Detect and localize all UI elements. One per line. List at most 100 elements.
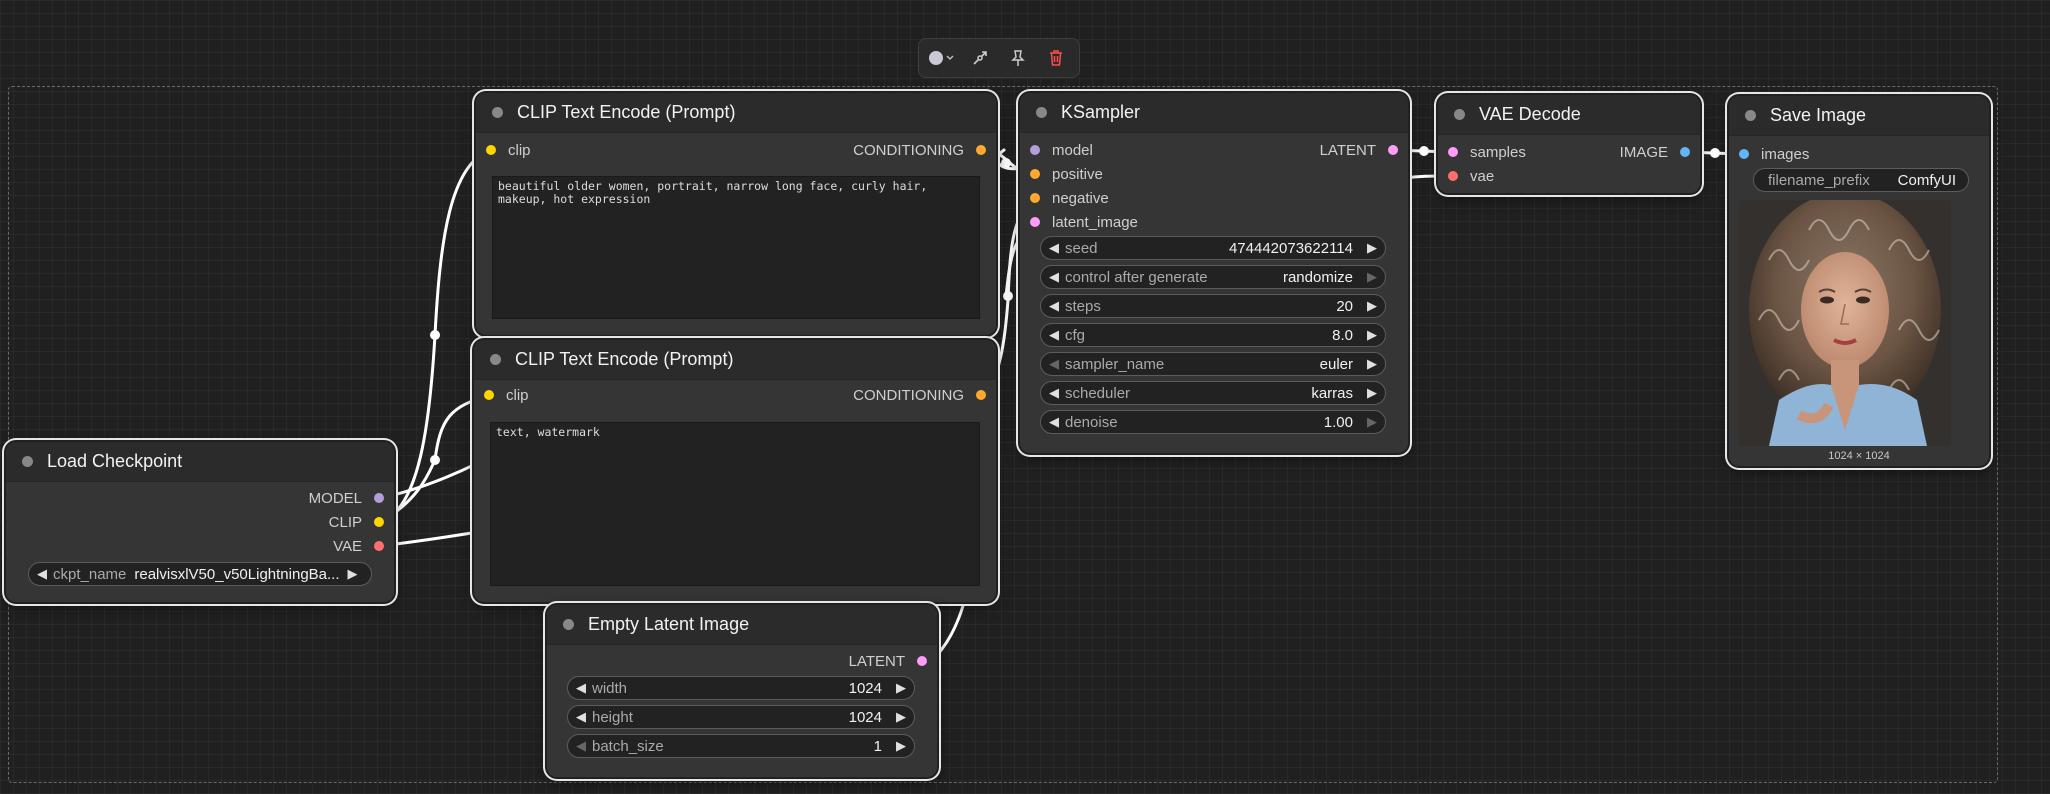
input-slot-images[interactable]: images — [1739, 144, 1809, 164]
increment-arrow-icon[interactable]: ▶ — [1367, 269, 1377, 284]
decrement-arrow-icon[interactable]: ◀ — [1049, 414, 1059, 429]
node-empty-latent-image[interactable]: Empty Latent Image LATENT ◀ width 1024 ▶… — [547, 605, 937, 777]
output-slot-conditioning[interactable]: CONDITIONING — [853, 385, 986, 405]
output-slot-image[interactable]: IMAGE — [1620, 142, 1690, 162]
increment-arrow-icon[interactable]: ▶ — [896, 680, 906, 695]
node-vae-decode[interactable]: VAE Decode samples vae IMAGE — [1438, 95, 1700, 193]
widget-scheduler[interactable]: ◀ scheduler karras ▶ — [1040, 381, 1386, 405]
decrement-arrow-icon[interactable]: ◀ — [576, 738, 586, 753]
node-ksampler[interactable]: KSampler model positive negative latent_… — [1020, 93, 1408, 453]
input-pin-icon[interactable] — [1030, 193, 1040, 203]
node-title[interactable]: Empty Latent Image — [547, 605, 937, 645]
increment-arrow-icon[interactable]: ▶ — [1367, 240, 1377, 255]
node-title[interactable]: Load Checkpoint — [6, 442, 394, 482]
prompt-textarea[interactable]: beautiful older women, portrait, narrow … — [492, 176, 980, 319]
widget-denoise[interactable]: ◀ denoise 1.00 ▶ — [1040, 410, 1386, 434]
collapse-dot-icon[interactable] — [1036, 107, 1047, 118]
node-clip-text-encode-negative[interactable]: CLIP Text Encode (Prompt) clip CONDITION… — [474, 340, 996, 602]
input-pin-icon[interactable] — [486, 145, 496, 155]
widget-cfg[interactable]: ◀ cfg 8.0 ▶ — [1040, 323, 1386, 347]
increment-arrow-icon[interactable]: ▶ — [1367, 298, 1377, 313]
collapse-dot-icon[interactable] — [1454, 109, 1465, 120]
decrement-arrow-icon[interactable]: ◀ — [1049, 385, 1059, 400]
increment-arrow-icon[interactable]: ▶ — [896, 738, 906, 753]
color-picker-button[interactable] — [927, 43, 957, 73]
input-pin-icon[interactable] — [1739, 149, 1749, 159]
node-title[interactable]: CLIP Text Encode (Prompt) — [474, 340, 996, 380]
node-title[interactable]: CLIP Text Encode (Prompt) — [476, 93, 996, 133]
image-preview[interactable] — [1739, 200, 1951, 446]
widget-ckpt-name[interactable]: ◀ ckpt_name realvisxlV50_v50LightningBa.… — [28, 562, 372, 586]
node-save-image[interactable]: Save Image images filename_prefix ComfyU… — [1729, 96, 1989, 466]
decrement-arrow-icon[interactable]: ◀ — [1049, 356, 1059, 371]
input-slot-latent-image[interactable]: latent_image — [1030, 212, 1138, 232]
node-title[interactable]: KSampler — [1020, 93, 1408, 133]
decrement-arrow-icon[interactable]: ◀ — [1049, 240, 1059, 255]
input-slot-clip[interactable]: clip — [484, 385, 529, 405]
decrement-arrow-icon[interactable]: ◀ — [1049, 269, 1059, 284]
output-pin-icon[interactable] — [976, 145, 986, 155]
output-pin-icon[interactable] — [374, 541, 384, 551]
widget-filename-prefix[interactable]: filename_prefix ComfyUI — [1753, 168, 1969, 192]
widget-control-after-generate[interactable]: ◀ control after generate randomize ▶ — [1040, 265, 1386, 289]
node-load-checkpoint[interactable]: Load Checkpoint MODEL CLIP VAE ◀ ckpt_na… — [6, 442, 394, 602]
output-pin-icon[interactable] — [374, 493, 384, 503]
output-pin-icon[interactable] — [1388, 145, 1398, 155]
input-slot-model[interactable]: model — [1030, 140, 1093, 160]
collapse-dot-icon[interactable] — [563, 619, 574, 630]
output-pin-icon[interactable] — [976, 390, 986, 400]
input-slot-samples[interactable]: samples — [1448, 142, 1526, 162]
output-slot-latent[interactable]: LATENT — [849, 651, 927, 671]
node-title-text: VAE Decode — [1479, 104, 1581, 124]
collapse-dot-icon[interactable] — [490, 354, 501, 365]
output-slot-clip[interactable]: CLIP — [329, 512, 384, 532]
node-title-text: KSampler — [1061, 102, 1141, 122]
group-frame[interactable] — [8, 86, 1998, 783]
input-pin-icon[interactable] — [1448, 147, 1458, 157]
input-slot-positive[interactable]: positive — [1030, 164, 1103, 184]
input-pin-icon[interactable] — [1448, 171, 1458, 181]
output-slot-model[interactable]: MODEL — [309, 488, 384, 508]
output-slot-latent[interactable]: LATENT — [1320, 140, 1398, 160]
prompt-textarea[interactable]: text, watermark — [490, 422, 980, 586]
decrement-arrow-icon[interactable]: ◀ — [37, 566, 47, 581]
collapse-dot-icon[interactable] — [492, 107, 503, 118]
collapse-dot-icon[interactable] — [22, 456, 33, 467]
widget-sampler-name[interactable]: ◀ sampler_name euler ▶ — [1040, 352, 1386, 376]
widget-height[interactable]: ◀ height 1024 ▶ — [567, 705, 915, 729]
increment-arrow-icon[interactable]: ▶ — [347, 566, 358, 581]
widget-width[interactable]: ◀ width 1024 ▶ — [567, 676, 915, 700]
increment-arrow-icon[interactable]: ▶ — [896, 709, 906, 724]
output-slot-conditioning[interactable]: CONDITIONING — [853, 140, 986, 160]
increment-arrow-icon[interactable]: ▶ — [1367, 327, 1377, 342]
increment-arrow-icon[interactable]: ▶ — [1367, 414, 1377, 429]
increment-arrow-icon[interactable]: ▶ — [1367, 385, 1377, 400]
output-slot-vae[interactable]: VAE — [333, 536, 384, 556]
widget-seed[interactable]: ◀ seed 474442073622114 ▶ — [1040, 236, 1386, 260]
collapse-dot-icon[interactable] — [1745, 110, 1756, 121]
output-pin-icon[interactable] — [917, 656, 927, 666]
node-title[interactable]: Save Image — [1729, 96, 1989, 136]
input-pin-icon[interactable] — [1030, 145, 1040, 155]
decrement-arrow-icon[interactable]: ◀ — [576, 709, 586, 724]
decrement-arrow-icon[interactable]: ◀ — [1049, 298, 1059, 313]
widget-batch-size[interactable]: ◀ batch_size 1 ▶ — [567, 734, 915, 758]
decrement-arrow-icon[interactable]: ◀ — [1049, 327, 1059, 342]
input-slot-vae[interactable]: vae — [1448, 166, 1494, 186]
pin-button[interactable] — [1003, 43, 1033, 73]
decrement-arrow-icon[interactable]: ◀ — [576, 680, 586, 695]
output-pin-icon[interactable] — [1680, 147, 1690, 157]
node-clip-text-encode-positive[interactable]: CLIP Text Encode (Prompt) clip CONDITION… — [476, 93, 996, 335]
bypass-button[interactable] — [965, 43, 995, 73]
input-pin-icon[interactable] — [484, 390, 494, 400]
input-pin-icon[interactable] — [1030, 217, 1040, 227]
widget-steps[interactable]: ◀ steps 20 ▶ — [1040, 294, 1386, 318]
node-title[interactable]: VAE Decode — [1438, 95, 1700, 135]
input-slot-clip[interactable]: clip — [486, 140, 531, 160]
output-pin-icon[interactable] — [374, 517, 384, 527]
increment-arrow-icon[interactable]: ▶ — [1367, 356, 1377, 371]
input-pin-icon[interactable] — [1030, 169, 1040, 179]
input-slot-negative[interactable]: negative — [1030, 188, 1109, 208]
delete-button[interactable] — [1041, 43, 1071, 73]
